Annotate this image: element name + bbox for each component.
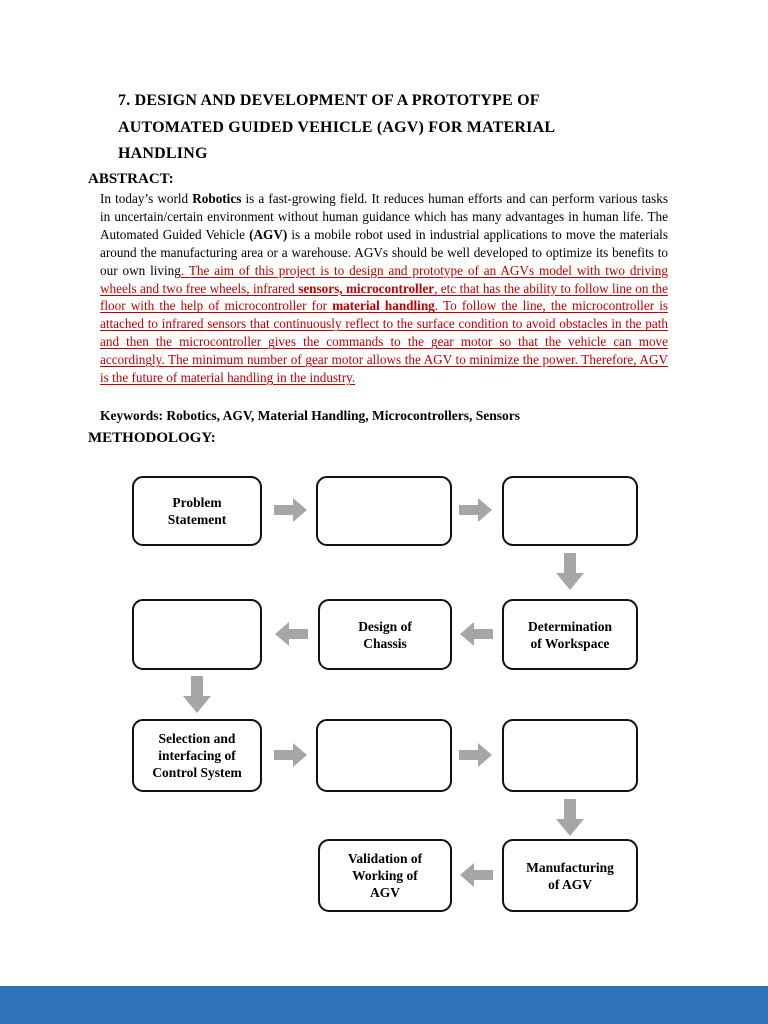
flowchart-box-empty-3 bbox=[132, 599, 262, 670]
arrow-left-icon bbox=[460, 622, 493, 646]
methodology-heading: METHODOLOGY: bbox=[88, 430, 216, 446]
abstract-red-segment: , etc that has the ability to follow lin… bbox=[100, 280, 668, 314]
flowchart-box-determination-of-workspace: Determination of Workspace bbox=[502, 599, 638, 670]
abstract-segment: is a fast-growing field. It reduces huma… bbox=[100, 191, 668, 242]
arrow-right-icon bbox=[274, 743, 307, 767]
abstract-segment: Robotics bbox=[192, 191, 242, 206]
abstract-segment: In today’s world bbox=[100, 191, 193, 206]
arrow-right-icon bbox=[459, 743, 492, 767]
flowchart-box-design-of-chassis: Design of Chassis bbox=[318, 599, 452, 670]
arrow-right-icon bbox=[274, 498, 307, 522]
abstract-red-segment: material handling bbox=[332, 298, 435, 314]
page-title: 7. DESIGN AND DEVELOPMENT OF A PROTOTYPE… bbox=[118, 88, 658, 168]
abstract-red-segment: . The aim of this project is to design a… bbox=[100, 262, 668, 296]
abstract-segment: is a mobile robot used in industrial app… bbox=[100, 226, 668, 278]
abstract-heading: ABSTRACT: bbox=[88, 171, 174, 187]
keywords-line: Keywords: Robotics, AGV, Material Handli… bbox=[100, 408, 520, 423]
flowchart-box-selection-control-system: Selection and interfacing of Control Sys… bbox=[132, 719, 262, 792]
abstract-red-segment: . To follow the line, the microcontrolle… bbox=[100, 298, 669, 386]
flowchart-box-empty-1 bbox=[316, 476, 452, 546]
abstract-red-segment: sensors, microcontroller bbox=[298, 280, 435, 296]
arrow-down-icon bbox=[556, 799, 584, 836]
flowchart-box-empty-2 bbox=[502, 476, 638, 546]
arrow-down-icon bbox=[556, 553, 584, 590]
title-line-3: HANDLING bbox=[118, 145, 208, 162]
title-line-1: 7. DESIGN AND DEVELOPMENT OF A PROTOTYPE… bbox=[118, 92, 540, 109]
flowchart-box-problem-statement: Problem Statement bbox=[132, 476, 262, 546]
flowchart-box-validation-of-working: Validation of Working of AGV bbox=[318, 839, 452, 912]
flowchart-box-empty-5 bbox=[502, 719, 638, 792]
title-line-2: AUTOMATED GUIDED VEHICLE (AGV) FOR MATER… bbox=[118, 118, 556, 136]
arrow-down-icon bbox=[183, 676, 211, 713]
arrow-left-icon bbox=[460, 863, 493, 887]
abstract-segment: (AGV) bbox=[249, 226, 288, 242]
viewer-footer-bar bbox=[0, 986, 768, 1024]
arrow-right-icon bbox=[459, 498, 492, 522]
abstract-paragraph: In today’s world Robotics is a fast-grow… bbox=[100, 190, 668, 387]
flowchart-box-manufacturing-of-agv: Manufacturing of AGV bbox=[502, 839, 638, 912]
flowchart-box-empty-4 bbox=[316, 719, 452, 792]
arrow-left-icon bbox=[275, 622, 308, 646]
